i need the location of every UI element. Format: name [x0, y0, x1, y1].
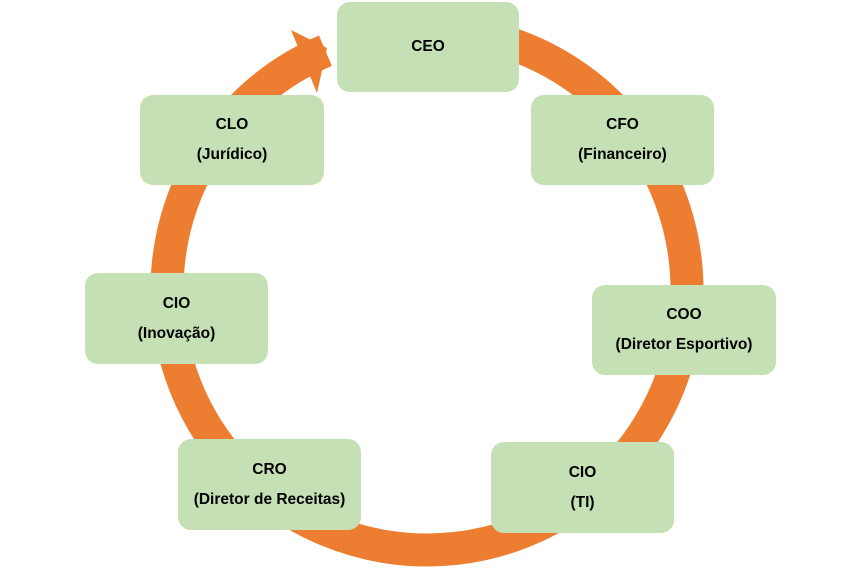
- node-cro-title: CRO: [252, 460, 287, 478]
- node-clo: CLO (Jurídico): [140, 95, 324, 185]
- node-coo: COO (Diretor Esportivo): [592, 285, 776, 375]
- node-cfo: CFO (Financeiro): [531, 95, 714, 185]
- node-cio-ti-subtitle: (TI): [570, 493, 595, 511]
- node-clo-subtitle: (Jurídico): [196, 146, 268, 163]
- node-coo-subtitle: (Diretor Esportivo): [615, 336, 753, 353]
- node-cro-subtitle: (Diretor de Receitas): [193, 490, 346, 508]
- arrowhead-icon: [291, 30, 327, 93]
- node-cio-inovacao-title: CIO: [162, 294, 191, 312]
- node-cfo-subtitle: (Financeiro): [578, 146, 667, 163]
- node-clo-title: CLO: [215, 116, 249, 133]
- node-cio-inovacao: CIO (Inovação): [85, 273, 268, 364]
- node-coo-title: COO: [666, 306, 702, 323]
- node-cio-ti-title: CIO: [568, 463, 597, 481]
- node-cfo-title: CFO: [606, 116, 639, 133]
- node-ceo: CEO: [337, 2, 519, 92]
- node-ceo-title: CEO: [411, 38, 445, 55]
- node-cio-ti: CIO (TI): [491, 442, 674, 533]
- node-cro: CRO (Diretor de Receitas): [178, 439, 361, 530]
- node-cio-inovacao-subtitle: (Inovação): [137, 324, 216, 342]
